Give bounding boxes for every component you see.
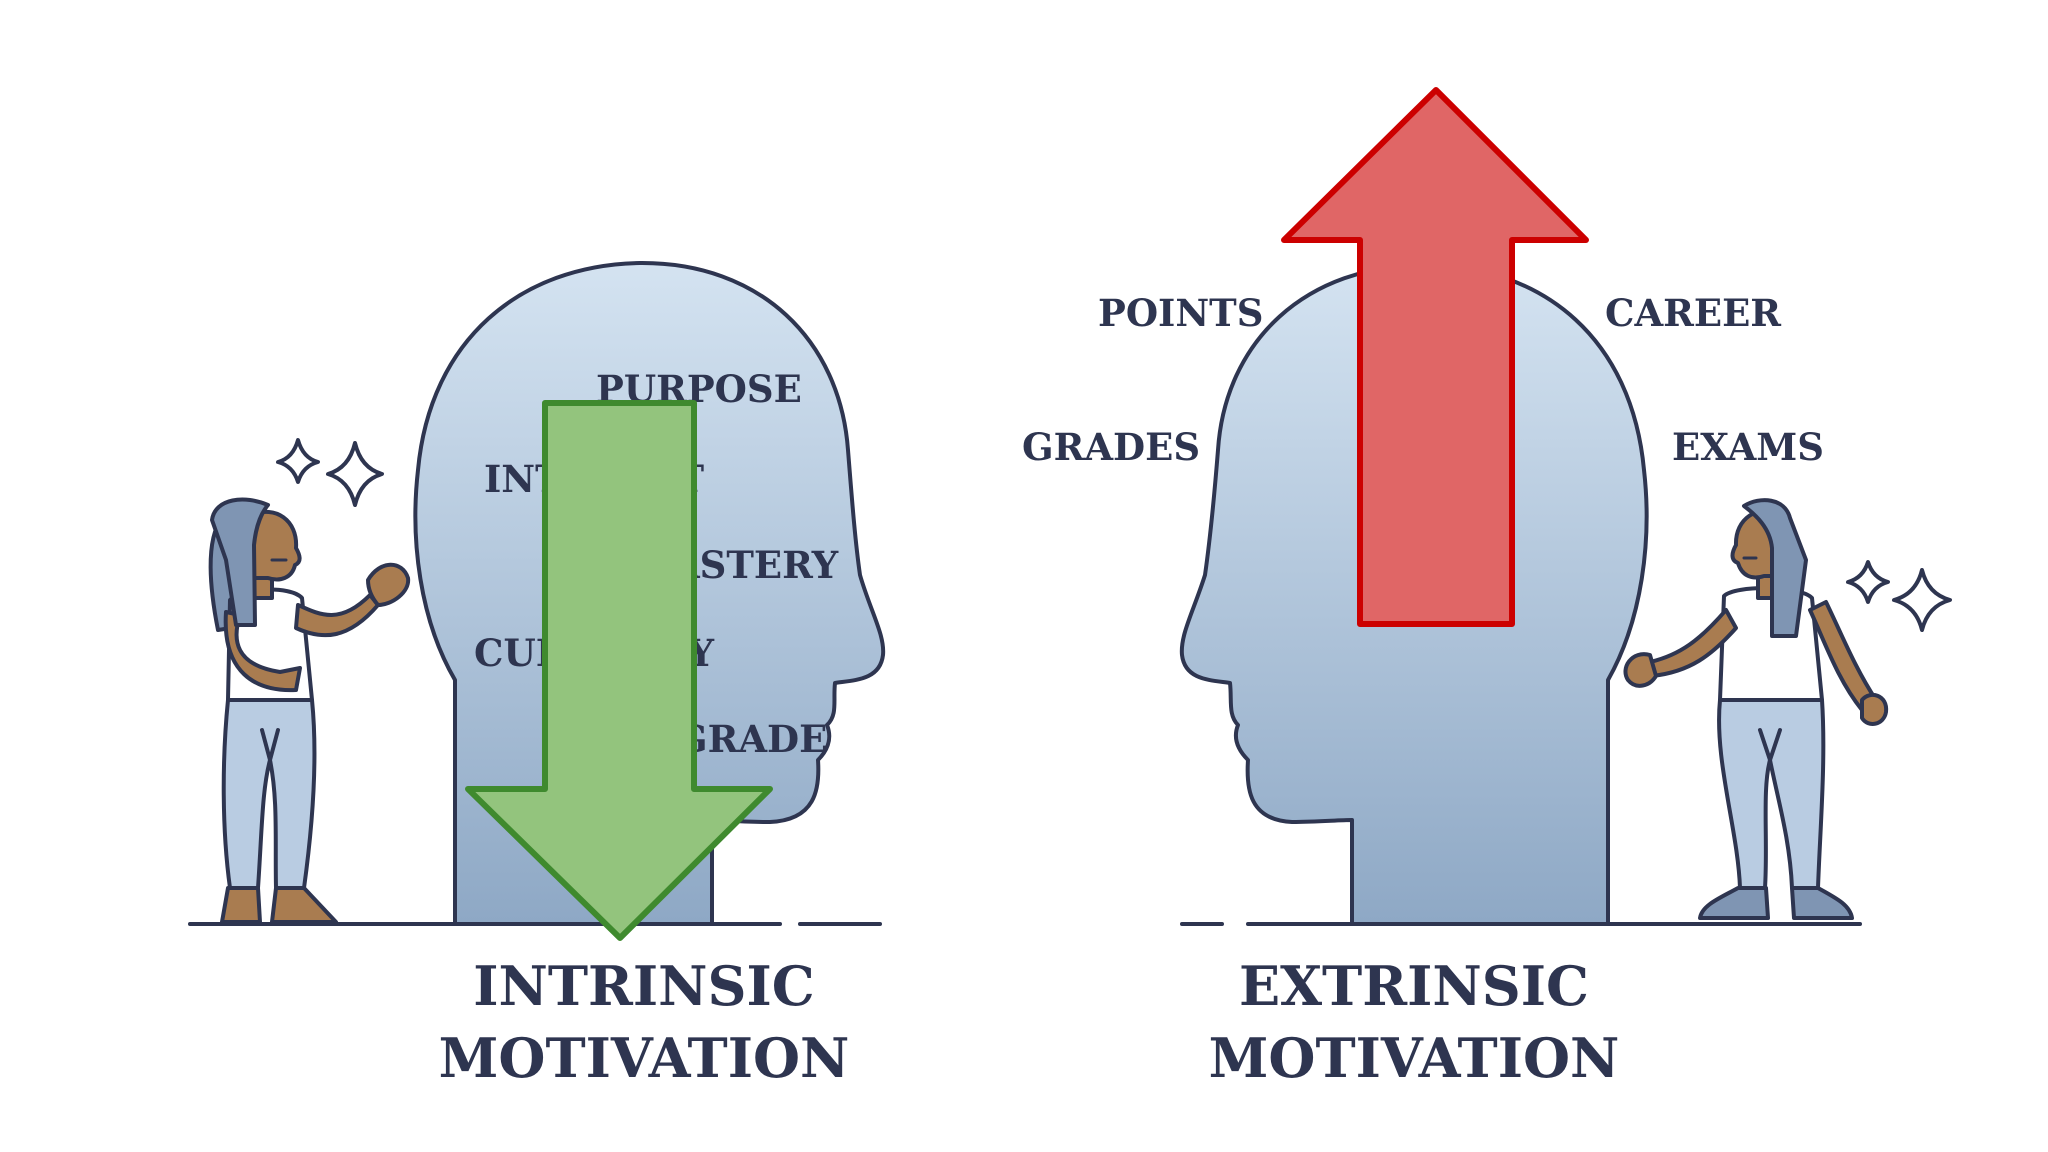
up-arrow-icon [1281,87,1589,627]
extrinsic-panel: POINTS CAREER GRADES EXAMS [1022,87,1952,1090]
intrinsic-word-grade: GRADE [676,717,827,761]
extrinsic-word-points: POINTS [1098,291,1263,335]
extrinsic-title-line1: EXTRINSIC [1239,954,1589,1018]
intrinsic-person-figure [208,497,411,924]
extrinsic-word-grades: GRADES [1022,425,1200,469]
down-arrow-icon [465,400,773,941]
extrinsic-title-line2: MOTIVATION [1209,1026,1620,1090]
intrinsic-title-line1: INTRINSIC [473,954,815,1018]
extrinsic-sparkle-icon [1846,560,1952,632]
extrinsic-word-exams: EXAMS [1672,425,1824,469]
extrinsic-word-career: CAREER [1605,291,1781,335]
intrinsic-title-line2: MOTIVATION [439,1026,850,1090]
extrinsic-person-figure [1623,498,1889,920]
intrinsic-sparkle-icon [276,438,384,507]
intrinsic-panel: PURPOSE INTEREST MASTERY CURIOSITY GRADE [188,260,886,1090]
